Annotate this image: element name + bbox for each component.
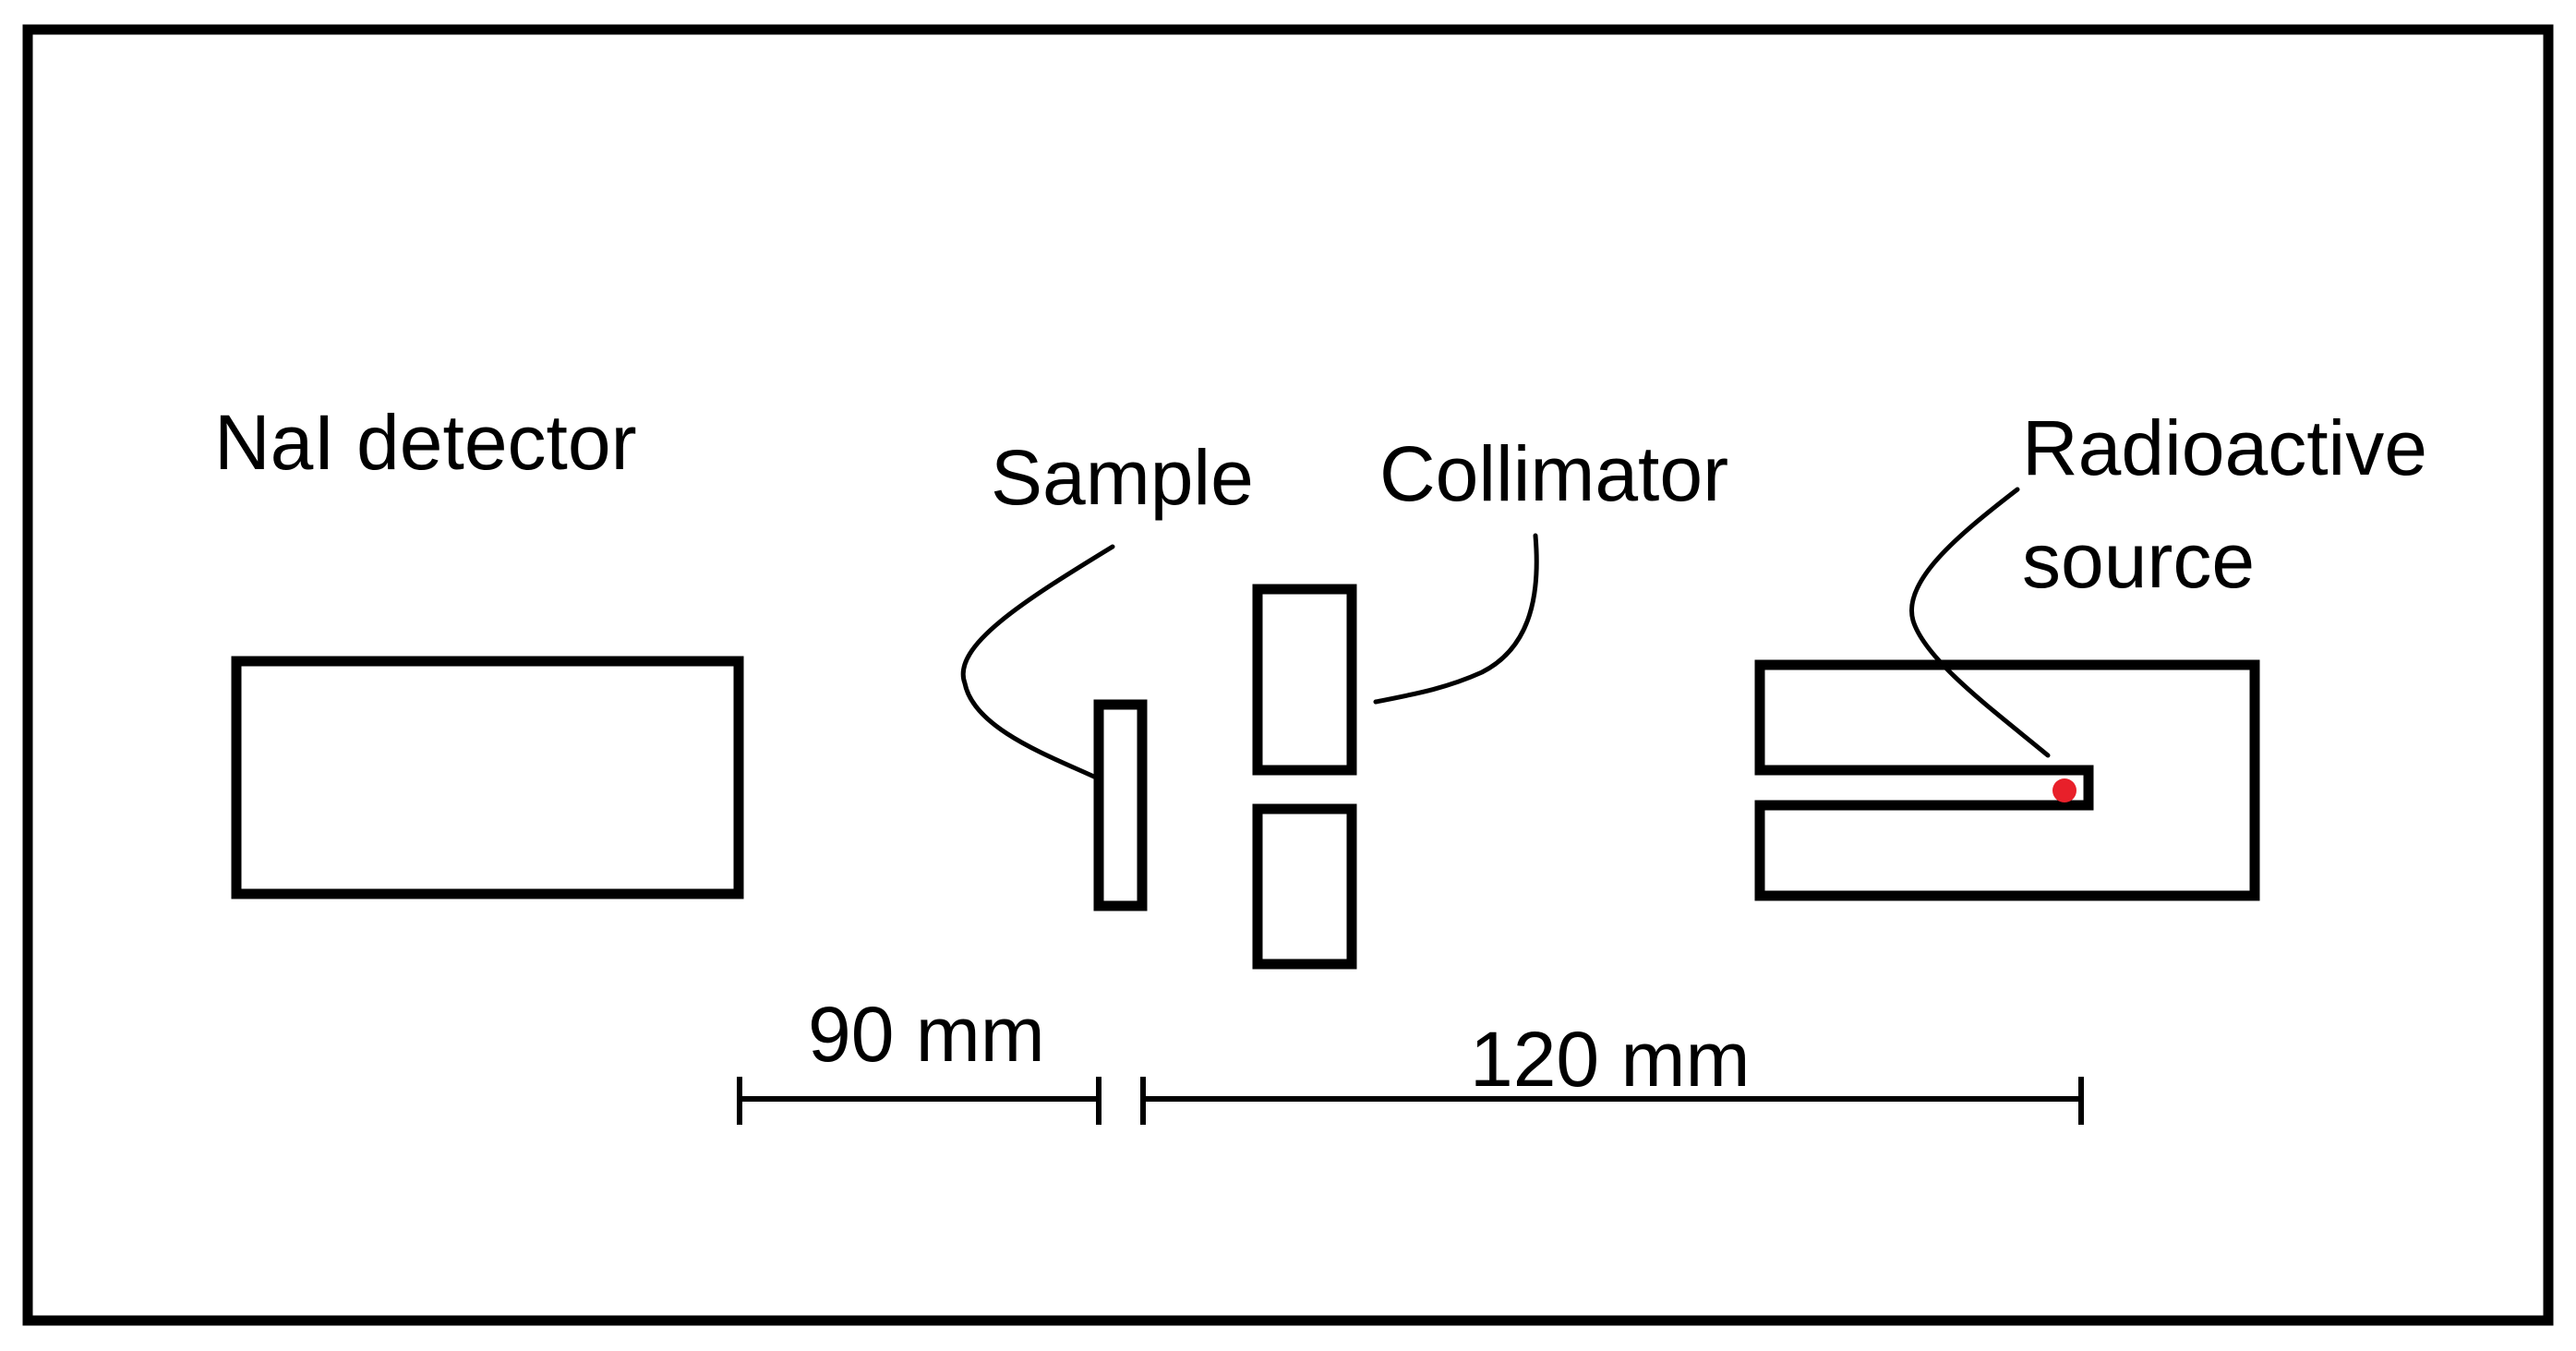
collimator-lower-block	[1252, 803, 1357, 970]
source-label-line1: Radioactive	[2022, 404, 2427, 491]
source-label-line2: source	[2022, 517, 2255, 604]
sample	[1093, 699, 1148, 911]
collimator-leader-line	[1373, 533, 1539, 705]
dimension-90mm	[737, 1077, 1101, 1125]
dimension-120mm	[1140, 1077, 2084, 1125]
radioactive-source-dot	[2052, 778, 2076, 802]
detector-label: NaI detector	[214, 399, 637, 486]
sample-label: Sample	[991, 434, 1254, 521]
collimator-upper-block	[1252, 584, 1357, 776]
diagram-frame	[22, 24, 2554, 1326]
source-housing	[1754, 659, 2260, 901]
dimension-90mm-label: 90 mm	[808, 991, 1045, 1078]
sample-leader-line	[960, 544, 1115, 780]
source-leader-line	[1909, 487, 2051, 758]
dimension-120mm-label: 120 mm	[1470, 1016, 1750, 1103]
nai-detector	[231, 656, 744, 899]
collimator-label: Collimator	[1379, 430, 1728, 517]
